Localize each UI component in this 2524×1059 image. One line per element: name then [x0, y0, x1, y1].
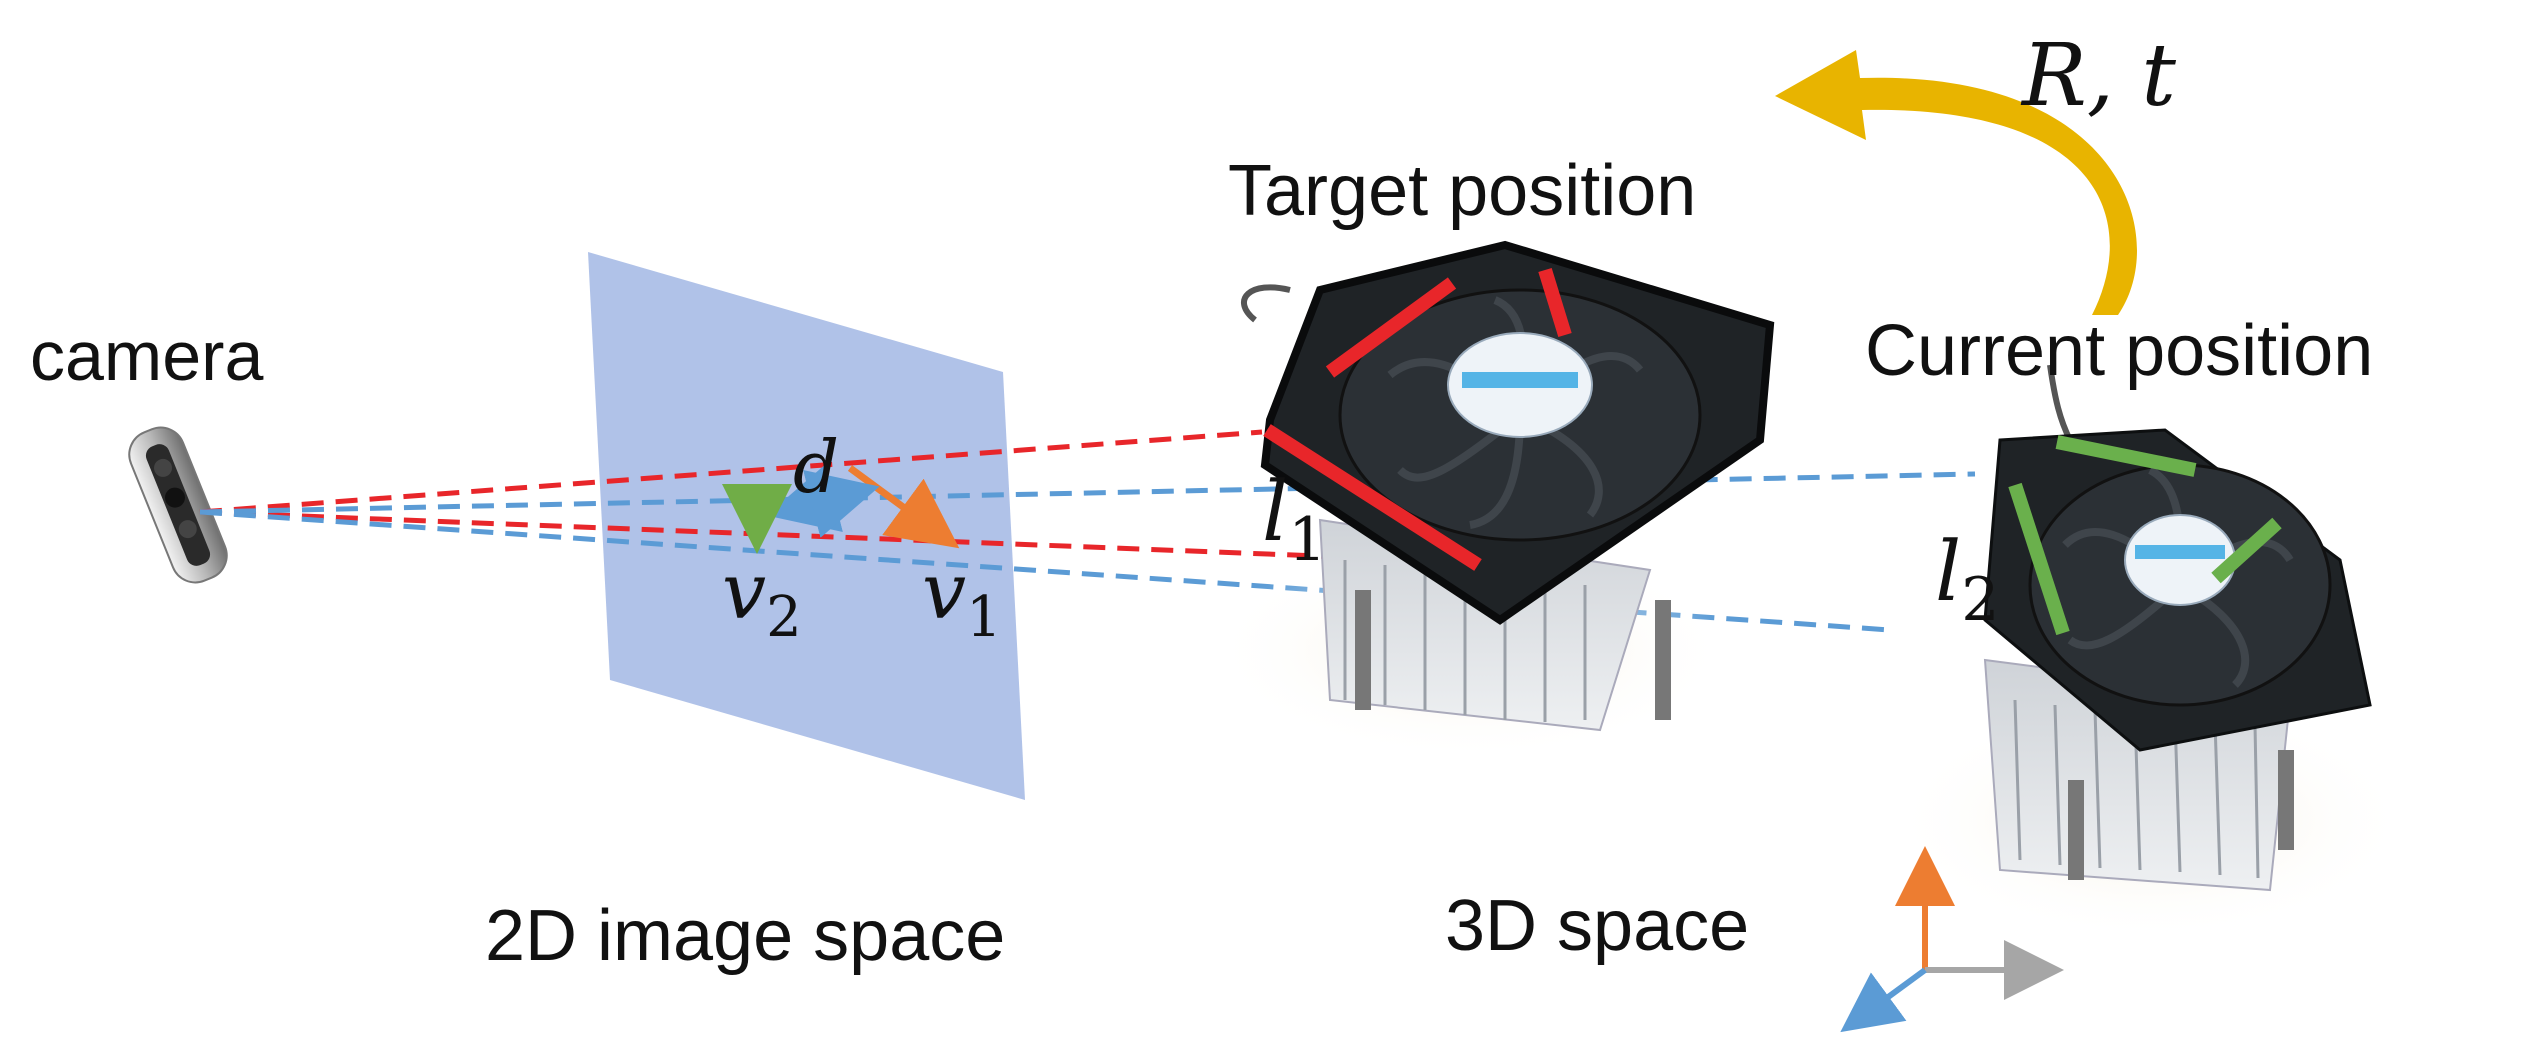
l1-label: l1 [1262, 465, 1326, 575]
v1-label: v1 [922, 547, 1002, 650]
axis-depth [1840, 967, 1927, 1033]
image-space-label: 2D image space [485, 896, 1005, 976]
ray-red-lower [199, 509, 1471, 565]
camera-label: camera [30, 317, 263, 395]
v2-label: v2 [722, 547, 802, 650]
3d-space-label: 3D space [1445, 886, 1749, 966]
image-plane [588, 252, 1025, 800]
camera-icon [128, 426, 228, 584]
ray-red-upper [199, 429, 1263, 515]
current-position-label: Current position [1865, 311, 2373, 391]
d-label: d [793, 425, 839, 509]
rt-label: R, t [2020, 26, 2176, 126]
current-fan-image [1890, 364, 2410, 940]
target-fan-image [1210, 240, 1775, 760]
rotation-arrow [1775, 50, 2137, 315]
current-lines [2008, 435, 2282, 636]
l2-label: l2 [1935, 525, 1999, 635]
target-lines [1263, 267, 1572, 571]
d-arrow [766, 464, 880, 538]
coordinate-axes [1840, 846, 2064, 1033]
target-position-label: Target position [1228, 151, 1696, 231]
